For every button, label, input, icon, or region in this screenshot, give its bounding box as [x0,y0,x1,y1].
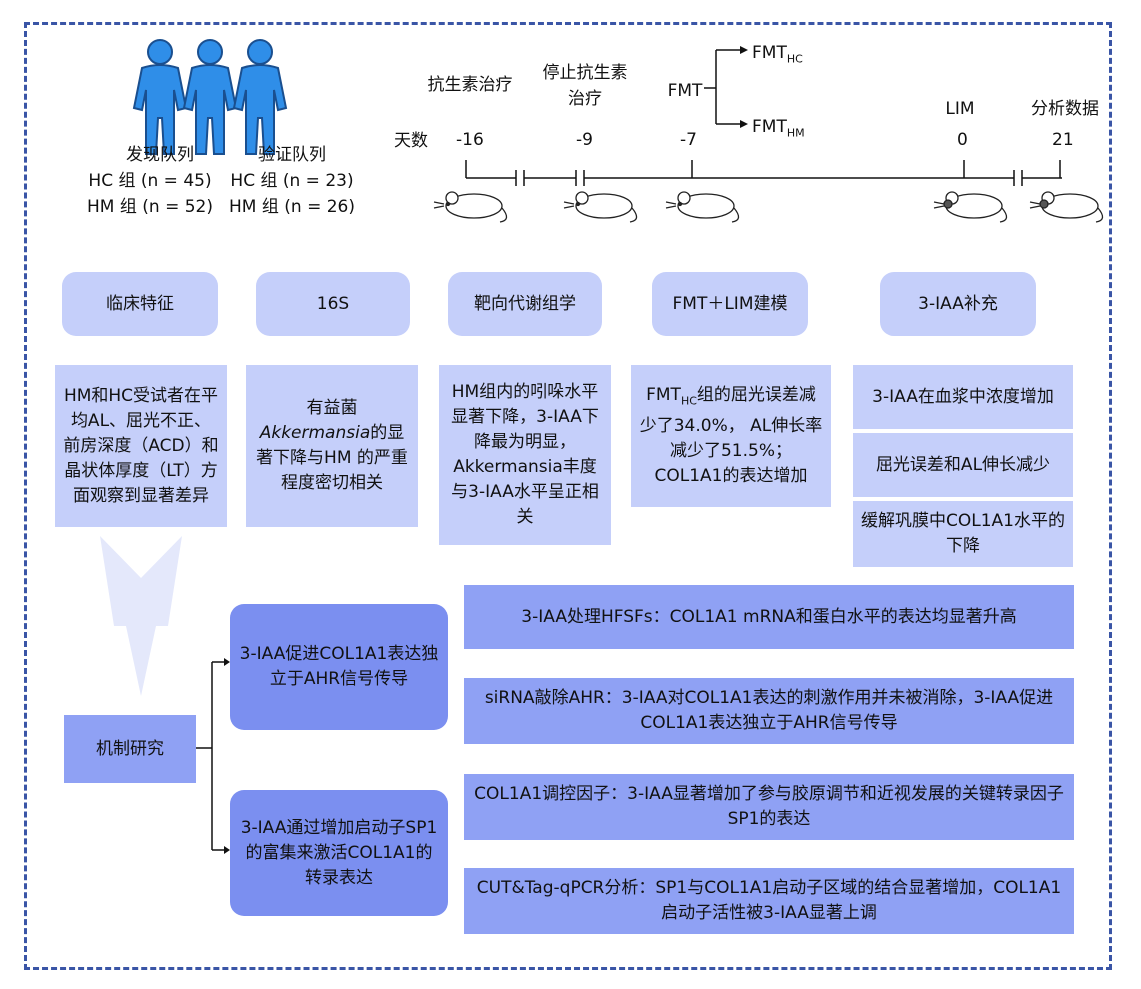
timeline-axis [465,46,1062,186]
person-icon [132,39,188,155]
header-clinical: 临床特征 [62,272,218,336]
days-label: 天数 [394,131,428,151]
person-icon [232,39,288,155]
mechanism-detail: 3-IAA处理HFSFs：COL1A1 mRNA和蛋白水平的表达均显著升高 [464,585,1074,649]
stop-antibiotic-label: 停止抗生素 治疗 [542,63,628,109]
mouse-icon [563,191,638,223]
lim-label: LIM [945,99,975,119]
mechanism-branch-ahr: 3-IAA促进COL1A1表达独立于AHR信号传导 [230,604,448,730]
fmt-hc-label: FMTHC [752,43,803,66]
mouse-icon [665,191,740,223]
finding-clinical: HM和HC受试者在平均AL、屈光不正、前房深度（ACD）和晶状体厚度（LT）方面… [55,365,227,527]
mouse-icon [433,191,508,223]
mechanism-root: 机制研究 [64,715,196,783]
analysis-label: 分析数据 [1031,99,1099,119]
finding-metabolomics: HM组内的吲哚水平显著下降，3-IAA下降最为明显，Akkermansia丰度与… [439,365,611,545]
mechanism-detail: siRNA敲除AHR：3-IAA对COL1A1表达的刺激作用并未被消除，3-IA… [464,678,1074,744]
down-arrow-icon [100,536,182,696]
finding-iaa-2: 屈光误差和AL伸长减少 [853,433,1073,497]
day-tick-label: -9 [576,130,593,150]
day-tick-label: -7 [680,130,697,150]
discovery-hc: HC 组 (n = 45) [88,171,212,191]
mice-icons [433,191,1104,223]
antibiotic-label: 抗生素治疗 [427,75,513,95]
finding-iaa-1: 3-IAA在血浆中浓度增加 [853,365,1073,429]
mechanism-detail: CUT&Tag-qPCR分析：SP1与COL1A1启动子区域的结合显著增加，CO… [464,868,1074,934]
fmt-hm-label: FMTHM [752,117,805,140]
mouse-icon [1029,191,1104,223]
fmt-label: FMT [667,81,703,101]
header-16s: 16S [256,272,410,336]
people-icon [132,39,288,155]
person-icon [182,39,238,155]
mechanism-branch-sp1: 3-IAA通过增加启动子SP1的富集来激活COL1A1的转录表达 [230,790,448,916]
day-tick-label: 21 [1052,130,1074,150]
mechanism-connector [196,658,230,854]
validation-hc: HC 组 (n = 23) [230,171,354,191]
day-tick-label: -16 [456,130,484,150]
finding-iaa-3: 缓解巩膜中COL1A1水平的下降 [853,501,1073,567]
validation-cohort-title: 验证队列 [258,145,326,165]
validation-hm: HM 组 (n = 26) [229,197,355,217]
finding-fmt-lim: FMTHC组的屈光误差减少了34.0%， AL伸长率减少了51.5%；COL1A… [631,365,831,507]
mouse-icon [933,191,1008,223]
day-tick-label: 0 [957,130,968,150]
dashed-frame [24,22,1112,970]
header-iaa: 3-IAA补充 [880,272,1036,336]
discovery-cohort-title: 发现队列 [126,145,194,165]
discovery-hm: HM 组 (n = 52) [87,197,213,217]
header-fmt-lim: FMT＋LIM建模 [652,272,808,336]
mechanism-detail: COL1A1调控因子：3-IAA显著增加了参与胶原调节和近视发展的关键转录因子S… [464,774,1074,840]
header-metabolomics: 靶向代谢组学 [448,272,602,336]
